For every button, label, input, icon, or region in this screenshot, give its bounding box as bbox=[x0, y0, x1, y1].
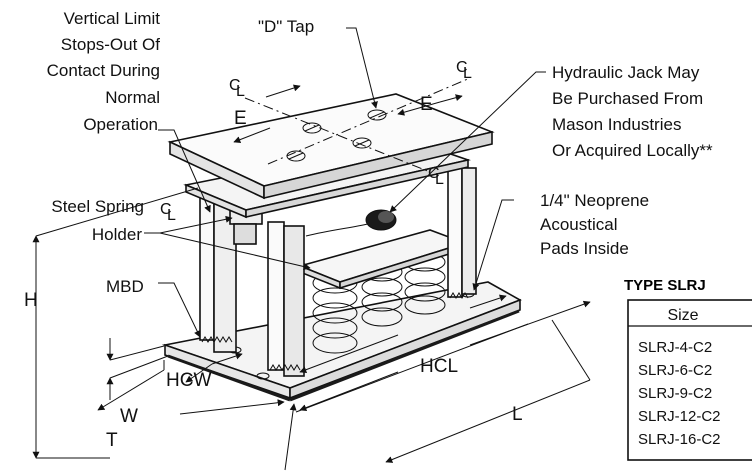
callout-hydraulic-jack-line1: Hydraulic Jack May bbox=[552, 63, 700, 82]
table-row: SLRJ-16-C2 bbox=[638, 431, 721, 448]
centerline-l: L bbox=[236, 83, 245, 100]
centerline-l: L bbox=[167, 207, 176, 224]
callout-mbd: MBD bbox=[106, 277, 144, 296]
dim-w: W bbox=[120, 406, 138, 427]
dim-hcl: HCL bbox=[420, 356, 458, 377]
callout-vertical-limit-line3: Contact During bbox=[47, 61, 160, 80]
callout-d-tap: "D" Tap bbox=[258, 17, 314, 36]
callout-hydraulic-jack-line4: Or Acquired Locally** bbox=[552, 141, 713, 160]
dim-t: T bbox=[106, 430, 118, 451]
centerline-l: L bbox=[435, 171, 444, 188]
callout-hydraulic-jack-line2: Be Purchased From bbox=[552, 89, 703, 108]
callout-vertical-limit-line4: Normal bbox=[105, 88, 160, 107]
callout-vertical-limit-line5: Operation bbox=[83, 115, 158, 134]
centerline-c: C bbox=[428, 165, 440, 182]
base-plate bbox=[161, 281, 522, 402]
callout-neoprene: 1/4" Neoprene Acoustical Pads Inside bbox=[540, 191, 649, 258]
callout-neoprene-line2: Acoustical bbox=[540, 215, 617, 234]
callout-steel-spring: Steel Spring Holder bbox=[51, 197, 144, 244]
table-title: TYPE SLRJ bbox=[624, 277, 706, 294]
centerline-c: C bbox=[229, 77, 241, 94]
callout-hydraulic-jack-line3: Mason Industries bbox=[552, 115, 681, 134]
table-row: SLRJ-4-C2 bbox=[638, 339, 712, 356]
centerline-c: C bbox=[160, 201, 172, 218]
centerline-symbol-4: C L bbox=[160, 201, 176, 224]
hydraulic-jack bbox=[305, 209, 397, 237]
leader-lines bbox=[144, 27, 546, 338]
dimension-lines bbox=[32, 84, 591, 471]
callout-vertical-limit-line1: Vertical Limit bbox=[64, 9, 161, 28]
centerline-symbol-1: C L bbox=[229, 77, 245, 100]
top-plate bbox=[167, 77, 495, 219]
dim-e-top: E bbox=[234, 108, 247, 129]
dim-h: H bbox=[24, 290, 38, 311]
callout-neoprene-line1: 1/4" Neoprene bbox=[540, 191, 649, 210]
dim-l: L bbox=[512, 404, 523, 425]
centerline-l: L bbox=[463, 65, 472, 82]
callout-hydraulic-jack: Hydraulic Jack May Be Purchased From Mas… bbox=[552, 63, 713, 160]
size-table: TYPE SLRJ Size SLRJ-4-C2 SLRJ-6-C2 SLRJ-… bbox=[624, 277, 752, 461]
table-row: SLRJ-12-C2 bbox=[638, 408, 721, 425]
dim-e-right: E bbox=[420, 94, 433, 115]
centerline-symbol-3: C L bbox=[428, 165, 444, 188]
callout-vertical-limit: Vertical Limit Stops-Out Of Contact Duri… bbox=[47, 9, 161, 134]
spring-assembly bbox=[297, 229, 468, 354]
callout-neoprene-line3: Pads Inside bbox=[540, 239, 629, 258]
table-header-size: Size bbox=[667, 307, 698, 324]
callout-steel-spring-line2: Holder bbox=[92, 225, 142, 244]
centerline-symbol-2: C L bbox=[456, 59, 472, 82]
table-row: SLRJ-6-C2 bbox=[638, 362, 712, 379]
dim-hcw: HCW bbox=[166, 370, 211, 391]
callout-vertical-limit-line2: Stops-Out Of bbox=[61, 35, 160, 54]
callout-steel-spring-line1: Steel Spring bbox=[51, 197, 144, 216]
centerline-c: C bbox=[456, 59, 468, 76]
table-row: SLRJ-9-C2 bbox=[638, 385, 712, 402]
